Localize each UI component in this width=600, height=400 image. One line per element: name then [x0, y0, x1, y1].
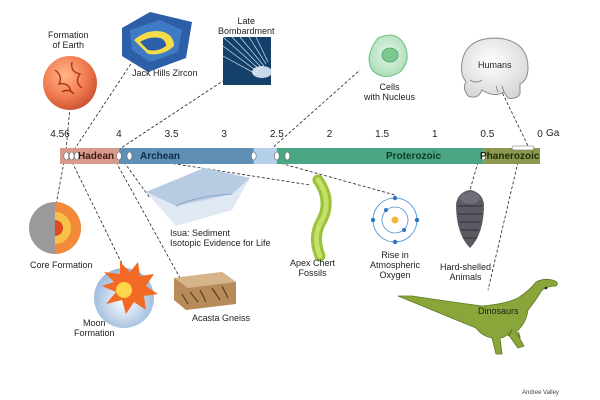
- tick-label: 3: [221, 129, 227, 140]
- leader-moon: [71, 161, 126, 271]
- eon-archean: Archean: [140, 151, 181, 162]
- event-marker: [74, 151, 80, 161]
- gneiss-icon: [174, 272, 236, 310]
- fossil-icon: [311, 174, 332, 262]
- leader-formation-of-earth: [65, 107, 71, 151]
- leader-cells: [269, 69, 361, 151]
- leader-hard-shelled: [469, 161, 479, 191]
- event-marker: [63, 151, 70, 161]
- moon-impact-icon: [94, 262, 158, 328]
- eon-hadean: Hadean: [78, 151, 115, 162]
- leader-oxygen: [275, 161, 396, 196]
- timeline-bar: [60, 148, 540, 164]
- eon-segment-proterozoic: [276, 148, 484, 164]
- leader-late-bombardment: [117, 74, 233, 151]
- isua-icon: [146, 168, 250, 226]
- archean-late-band: [253, 148, 277, 164]
- humans-marker: [511, 145, 535, 151]
- event-marker: [68, 151, 75, 161]
- tick-label: 1.5: [375, 129, 390, 140]
- event-marker: [284, 151, 291, 161]
- tick-label: 4.56: [50, 129, 70, 140]
- zircon-icon: [122, 12, 192, 72]
- label-acasta-gneiss: Acasta Gneiss: [192, 313, 251, 323]
- dinosaur-icon: [397, 278, 558, 355]
- core-icon: [29, 202, 81, 254]
- event-marker: [250, 151, 257, 161]
- leader-dinosaurs: [487, 161, 519, 291]
- eon-segment-hadean: [60, 148, 119, 164]
- label-dinosaurs: Dinosaurs: [478, 306, 519, 316]
- eon-proterozoic: Proterozoic: [386, 151, 442, 162]
- event-marker: [274, 151, 280, 161]
- tick-label: 2.5: [269, 129, 284, 140]
- eon-segment-archean: [118, 148, 277, 164]
- event-marker: [126, 151, 133, 161]
- earth-icon: [43, 56, 97, 110]
- tick-label: 3.5: [164, 129, 179, 140]
- tick-label: 2: [326, 129, 333, 140]
- trilobite-icon: [456, 190, 484, 248]
- leader-humans: [499, 87, 531, 151]
- oxygen-icon: [370, 195, 420, 245]
- tick-label: 4: [116, 129, 122, 140]
- eon-segment-phanerozoic: [483, 148, 540, 164]
- bombardment-icon: [222, 36, 272, 85]
- leader-acasta: [115, 161, 181, 279]
- credit: Andree Valley: [522, 390, 559, 396]
- skull-icon: [461, 37, 529, 99]
- tick-label: 1: [431, 129, 438, 140]
- leader-lines: [54, 49, 531, 291]
- leader-core: [54, 161, 65, 211]
- eon-phanerozoic: Phanerozoic: [480, 151, 540, 162]
- cell-icon: [368, 34, 408, 77]
- event-markers: [63, 151, 486, 161]
- tick-label: 0: [537, 129, 543, 140]
- axis-unit: Ga: [546, 128, 560, 139]
- label-core-formation: Core Formation: [30, 260, 93, 270]
- event-marker: [480, 151, 486, 161]
- label-humans: Humans: [478, 60, 512, 70]
- event-marker: [116, 151, 122, 161]
- label-jack-hills-zircon: Jack Hills Zircon: [132, 68, 198, 78]
- leader-isua: [123, 161, 151, 199]
- tick-label: 0.5: [480, 129, 495, 140]
